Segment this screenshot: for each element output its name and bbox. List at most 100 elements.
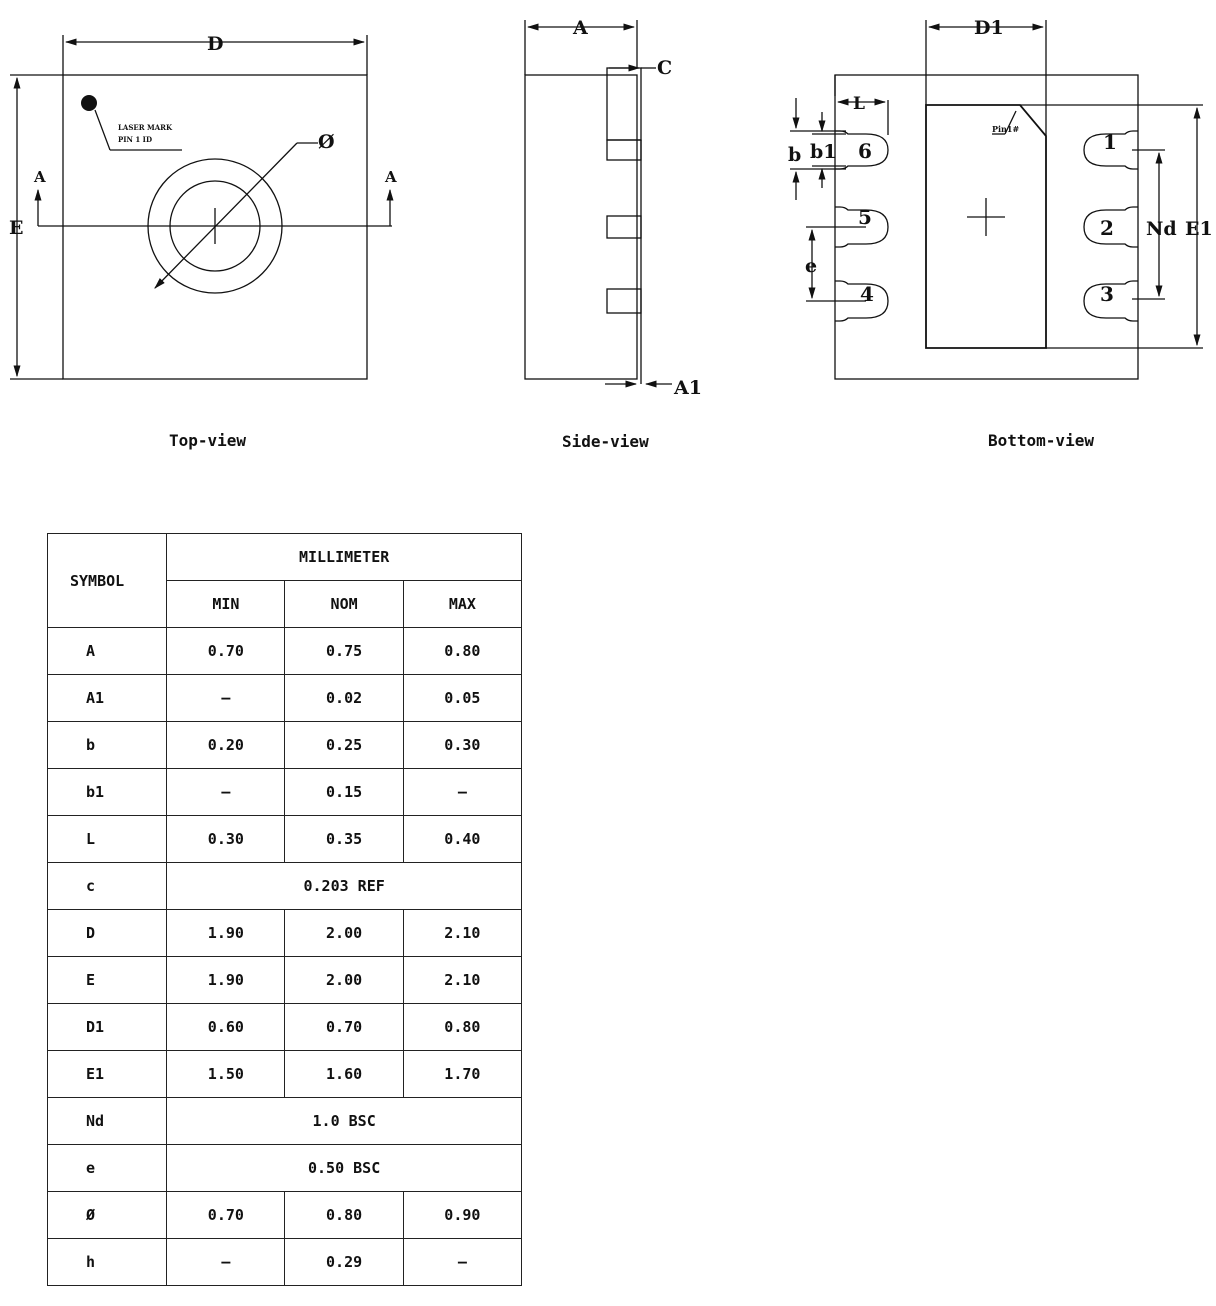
min-cell: 1.90 — [166, 956, 286, 1004]
min-cell: — — [166, 674, 286, 722]
pad-6-outline — [835, 130, 889, 170]
max-cell: — — [402, 768, 523, 816]
nom-cell: 1.60 — [284, 1050, 404, 1098]
pin-number-5: 5 — [858, 205, 872, 229]
pad-1-outline — [1083, 130, 1138, 170]
symbol-cell: b1 — [46, 768, 168, 816]
pad-2-outline — [1083, 206, 1138, 248]
pin-number-2: 2 — [1100, 216, 1114, 240]
pad-4-outline — [835, 280, 889, 322]
section-label-left: A — [33, 168, 46, 186]
symbol-cell: b — [46, 721, 168, 769]
top-view — [10, 35, 394, 380]
max-cell: 0.90 — [402, 1191, 523, 1239]
max-cell: — — [402, 1238, 523, 1286]
max-cell: 0.30 — [402, 721, 523, 769]
max-cell: 0.40 — [402, 815, 523, 863]
min-cell: 0.30 — [166, 815, 286, 863]
top-view-outline — [62, 74, 368, 380]
symbol-cell: Ø — [46, 1191, 168, 1239]
symbol-cell: c — [46, 862, 168, 910]
package-drawing: LASER MARK PIN 1 ID D E Ø A A Top-view A… — [9, 17, 1213, 451]
pad-3-outline — [1083, 280, 1138, 322]
min-cell: 1.90 — [166, 909, 286, 957]
side-terminal-bot — [606, 288, 642, 314]
lens-outer-ring — [147, 158, 283, 294]
max-cell: 2.10 — [402, 956, 523, 1004]
max-cell: 0.05 — [402, 674, 523, 722]
symbol-cell: D1 — [46, 1003, 168, 1051]
top-view-caption: Top-view — [169, 431, 246, 450]
value-span-cell: 1.0 BSC — [166, 1097, 522, 1145]
dim-label-A: A — [572, 17, 588, 39]
bottom-view-caption: Bottom-view — [988, 431, 1094, 450]
min-cell: 0.20 — [166, 721, 286, 769]
side-view-cap — [606, 67, 642, 141]
nom-cell: 0.35 — [284, 815, 404, 863]
symbol-cell: L — [46, 815, 168, 863]
dim-label-b1: b1 — [810, 141, 837, 163]
min-cell: 0.70 — [166, 1191, 286, 1239]
pin1-id-label: PIN 1 ID — [118, 135, 152, 144]
table-row: h—0.29— — [46, 1238, 523, 1286]
pad-5-outline — [835, 206, 889, 248]
dim-label-Nd: Nd — [1146, 218, 1177, 240]
unit-header: MILLIMETER — [166, 533, 522, 581]
table-header-row: SYMBOL MILLIMETER — [46, 533, 522, 628]
bottom-view — [790, 20, 1203, 380]
nom-cell: 0.80 — [284, 1191, 404, 1239]
dim-label-E: E — [9, 217, 23, 239]
dim-label-b: b — [788, 144, 801, 166]
symbol-cell: E — [46, 956, 168, 1004]
side-terminal-top — [606, 139, 642, 161]
pin1-tag: Pin1# — [992, 124, 1019, 134]
nom-cell: 2.00 — [284, 956, 404, 1004]
side-view — [524, 20, 672, 388]
nom-cell: 0.29 — [284, 1238, 404, 1286]
dim-label-phi: Ø — [318, 131, 335, 153]
max-cell: 0.80 — [402, 627, 523, 675]
nom-cell: 0.70 — [284, 1003, 404, 1051]
lens-inner-ring — [169, 180, 261, 272]
min-cell: 1.50 — [166, 1050, 286, 1098]
nom-header: NOM — [284, 580, 404, 628]
dim-label-L: L — [853, 94, 865, 114]
symbol-cell: h — [46, 1238, 168, 1286]
nom-cell: 0.25 — [284, 721, 404, 769]
symbol-cell: A1 — [46, 674, 168, 722]
nom-cell: 0.15 — [284, 768, 404, 816]
symbol-cell: D — [46, 909, 168, 957]
pin-number-6: 6 — [858, 139, 872, 163]
nom-cell: 0.75 — [284, 627, 404, 675]
symbol-cell: E1 — [46, 1050, 168, 1098]
symbol-header: SYMBOL — [46, 533, 168, 628]
min-cell: 0.70 — [166, 627, 286, 675]
dim-label-D1: D1 — [974, 17, 1004, 39]
dim-label-D: D — [207, 33, 223, 55]
max-cell: 2.10 — [402, 909, 523, 957]
dim-label-C: C — [657, 57, 672, 79]
side-terminal-mid — [606, 215, 642, 239]
side-view-caption: Side-view — [562, 432, 649, 451]
side-view-body — [524, 74, 638, 380]
symbol-cell: e — [46, 1144, 168, 1192]
section-label-right: A — [384, 168, 397, 186]
max-header: MAX — [402, 580, 523, 628]
symbol-cell: A — [46, 627, 168, 675]
pin-number-1: 1 — [1103, 130, 1117, 154]
value-span-cell: 0.203 REF — [166, 862, 522, 910]
